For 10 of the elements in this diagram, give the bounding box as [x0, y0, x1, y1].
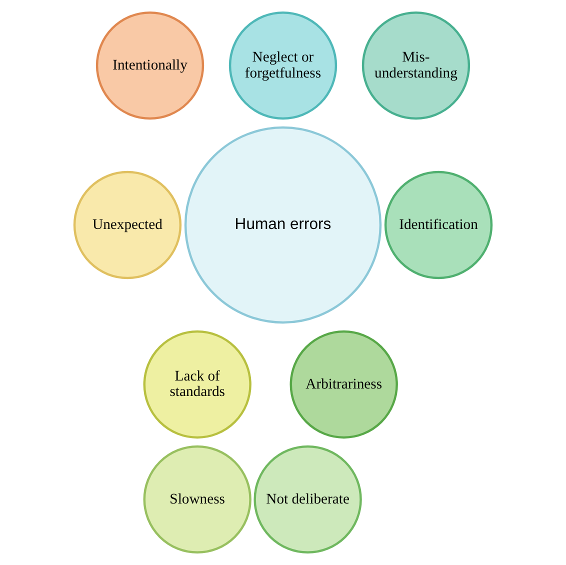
node-circle: Identification — [384, 170, 493, 280]
node-circle: Intentionally — [96, 11, 204, 120]
node-circle: Slowness — [143, 445, 252, 554]
node-circle: Arbitrariness — [290, 330, 398, 439]
node-circle: Lack of standards — [143, 330, 252, 439]
node-circle: Not deliberate — [254, 445, 362, 554]
node-circle: Unexpected — [73, 170, 182, 280]
node-circle: Mis- understanding — [362, 11, 470, 120]
node-circle: Human errors — [184, 126, 382, 324]
node-circle: Neglect or forgetfulness — [228, 11, 338, 120]
